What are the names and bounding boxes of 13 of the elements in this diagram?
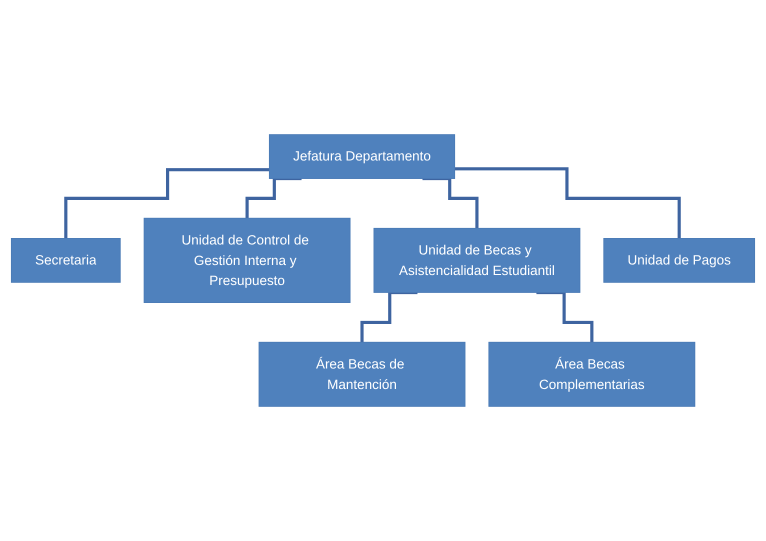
connector bbox=[360, 290, 418, 344]
node-box: Unidad de Control de Gestión Interna y Presupuesto bbox=[144, 218, 351, 303]
node-box: Secretaria bbox=[10, 238, 121, 283]
connector bbox=[422, 176, 479, 230]
connector bbox=[64, 168, 270, 240]
node-box: Área Becas de Mantención bbox=[258, 342, 466, 407]
connector bbox=[246, 176, 302, 220]
connector bbox=[454, 167, 681, 240]
node-box: Unidad de Pagos bbox=[603, 238, 756, 283]
node-box: Área Becas Complementarias bbox=[488, 342, 696, 407]
node-box: Jefatura Departamento bbox=[268, 134, 456, 179]
connector bbox=[536, 290, 594, 344]
node-box: Unidad de Becas y Asistencialidad Estudiantil bbox=[374, 228, 580, 293]
